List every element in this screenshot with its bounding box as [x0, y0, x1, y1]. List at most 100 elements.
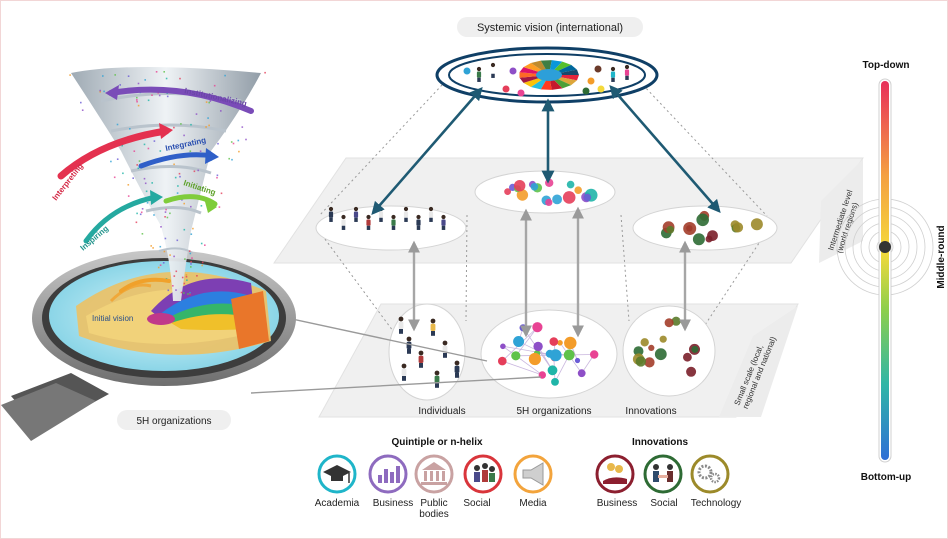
- helix-item-public-bodies: Public bodies: [414, 454, 454, 520]
- speck: [127, 75, 130, 77]
- stage-initial-vision: Initial vision: [92, 314, 133, 323]
- speck: [147, 147, 150, 150]
- speck: [231, 158, 233, 161]
- megaphone-icon: [522, 462, 544, 486]
- low-person-1-legs: [399, 329, 403, 334]
- low-person-1-body: [398, 321, 404, 329]
- svg-text:bodies: bodies: [419, 509, 448, 520]
- low-person-2-head: [430, 318, 436, 324]
- network-node: [545, 349, 554, 358]
- low-person-2-body: [430, 323, 436, 331]
- speck: [137, 104, 140, 107]
- mid-person-7-legs: [404, 217, 408, 222]
- speck: [201, 264, 203, 267]
- top-person-1-body: [476, 71, 482, 78]
- network-node: [549, 337, 559, 346]
- mid-person-3-legs: [354, 217, 358, 222]
- people-group-icon: [474, 463, 495, 482]
- dot: [732, 222, 744, 233]
- sdg-segment: [519, 72, 549, 78]
- dot: [574, 186, 582, 194]
- speck: [237, 139, 240, 142]
- top-person-4-head: [624, 64, 630, 70]
- mid-person-8-legs: [416, 225, 421, 230]
- speck: [181, 199, 183, 201]
- speck: [116, 123, 119, 126]
- speck: [151, 94, 153, 96]
- speck: [119, 84, 121, 86]
- mid-person-9-body: [428, 211, 434, 218]
- speck: [185, 274, 188, 276]
- top-person-3-legs: [611, 77, 615, 82]
- dot: [504, 188, 511, 196]
- speck: [173, 275, 176, 277]
- speck: [139, 213, 142, 216]
- speck: [136, 99, 138, 101]
- speck: [180, 291, 183, 294]
- mid-person-6-legs: [391, 225, 396, 230]
- network-node: [532, 322, 543, 333]
- speck: [181, 276, 184, 279]
- dot: [516, 189, 529, 201]
- top-person-3-head: [610, 66, 616, 72]
- sdg-wheel-icon: [519, 60, 579, 90]
- mid-person-8-head: [416, 214, 421, 220]
- mid-person-3-body: [353, 211, 359, 218]
- network-node: [551, 378, 559, 386]
- speck: [218, 206, 221, 208]
- magnifier-label-pill: [117, 410, 231, 430]
- mid-person-1-head: [328, 206, 334, 212]
- network-node: [533, 341, 543, 352]
- mid-person-4-head: [366, 214, 371, 220]
- speck: [169, 254, 171, 256]
- low-person-5-legs: [419, 363, 423, 368]
- speck: [153, 140, 156, 142]
- low-person-2-legs: [431, 331, 435, 336]
- low-person-7-legs: [455, 373, 459, 378]
- helix-item-business: Business: [368, 454, 413, 509]
- mid-person-10-body: [441, 219, 446, 226]
- mid-person-9-legs: [429, 217, 433, 222]
- dot: [654, 348, 667, 361]
- speck: [133, 150, 136, 152]
- svg-text:Academia: Academia: [315, 498, 360, 509]
- mid-person-7-body: [403, 211, 409, 218]
- speck: [180, 123, 182, 125]
- speck: [169, 212, 171, 215]
- speck: [159, 150, 162, 152]
- speck: [205, 101, 208, 103]
- speck: [205, 126, 207, 128]
- low-person-4-legs: [443, 353, 447, 358]
- speck: [183, 228, 186, 231]
- speck: [137, 167, 140, 170]
- dot: [566, 180, 575, 189]
- speck: [69, 74, 71, 76]
- speck: [184, 258, 186, 260]
- speck: [190, 123, 192, 126]
- low-person-8-legs: [435, 383, 439, 388]
- speck: [113, 176, 116, 179]
- speck: [129, 128, 131, 130]
- speck: [183, 202, 185, 205]
- dot: [664, 318, 674, 328]
- mid-person-9-head: [428, 206, 434, 212]
- low-person-6-legs: [402, 376, 406, 381]
- speck: [143, 143, 146, 146]
- mid-person-4-body: [366, 219, 371, 226]
- graduation-cap-icon: [323, 465, 351, 483]
- speck: [238, 150, 240, 153]
- dot: [583, 193, 591, 202]
- speck: [191, 257, 193, 259]
- speck: [110, 160, 112, 163]
- speck: [173, 163, 175, 166]
- speck: [132, 177, 134, 179]
- mid-person-10-head: [441, 214, 446, 220]
- speck: [178, 172, 181, 175]
- dot: [683, 352, 692, 362]
- speck: [147, 99, 150, 102]
- mid-person-1-legs: [329, 217, 333, 222]
- speck: [220, 192, 223, 195]
- speck: [189, 292, 191, 294]
- organizations-label: 5H organizations: [516, 406, 591, 417]
